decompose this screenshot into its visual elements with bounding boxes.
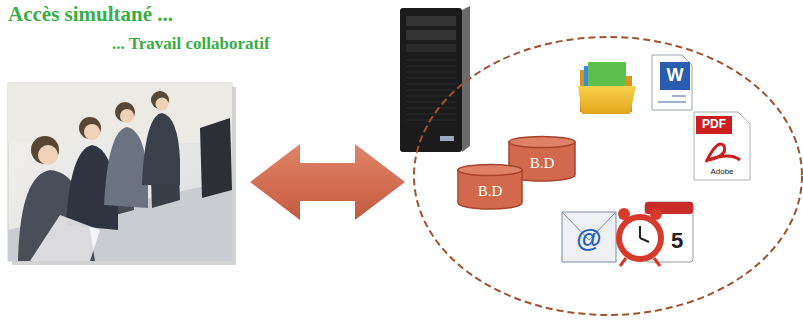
database-cylinder: B.D	[457, 164, 523, 210]
heading-text: Accès simultané ...	[8, 3, 173, 26]
cylinder-top	[458, 165, 522, 176]
word-icon	[652, 55, 692, 110]
database-label: B.D	[457, 183, 523, 200]
heading-text: ... Travail collaboratif	[112, 35, 270, 54]
cylinder-top	[509, 137, 575, 148]
server-tower	[400, 6, 470, 152]
pdf-icon	[694, 112, 750, 180]
clock-calendar-icon	[616, 202, 693, 266]
server-region	[414, 37, 802, 315]
double-arrow	[250, 144, 405, 220]
email-icon	[562, 212, 616, 262]
icon-letter: PDF	[702, 118, 726, 131]
folder-icon	[578, 62, 636, 114]
icon-letter: W	[667, 66, 684, 86]
office-photo	[8, 83, 236, 265]
icon-letter: Adobe	[710, 168, 733, 177]
icon-number: 5	[671, 229, 683, 253]
icon-symbol: @	[576, 224, 601, 253]
